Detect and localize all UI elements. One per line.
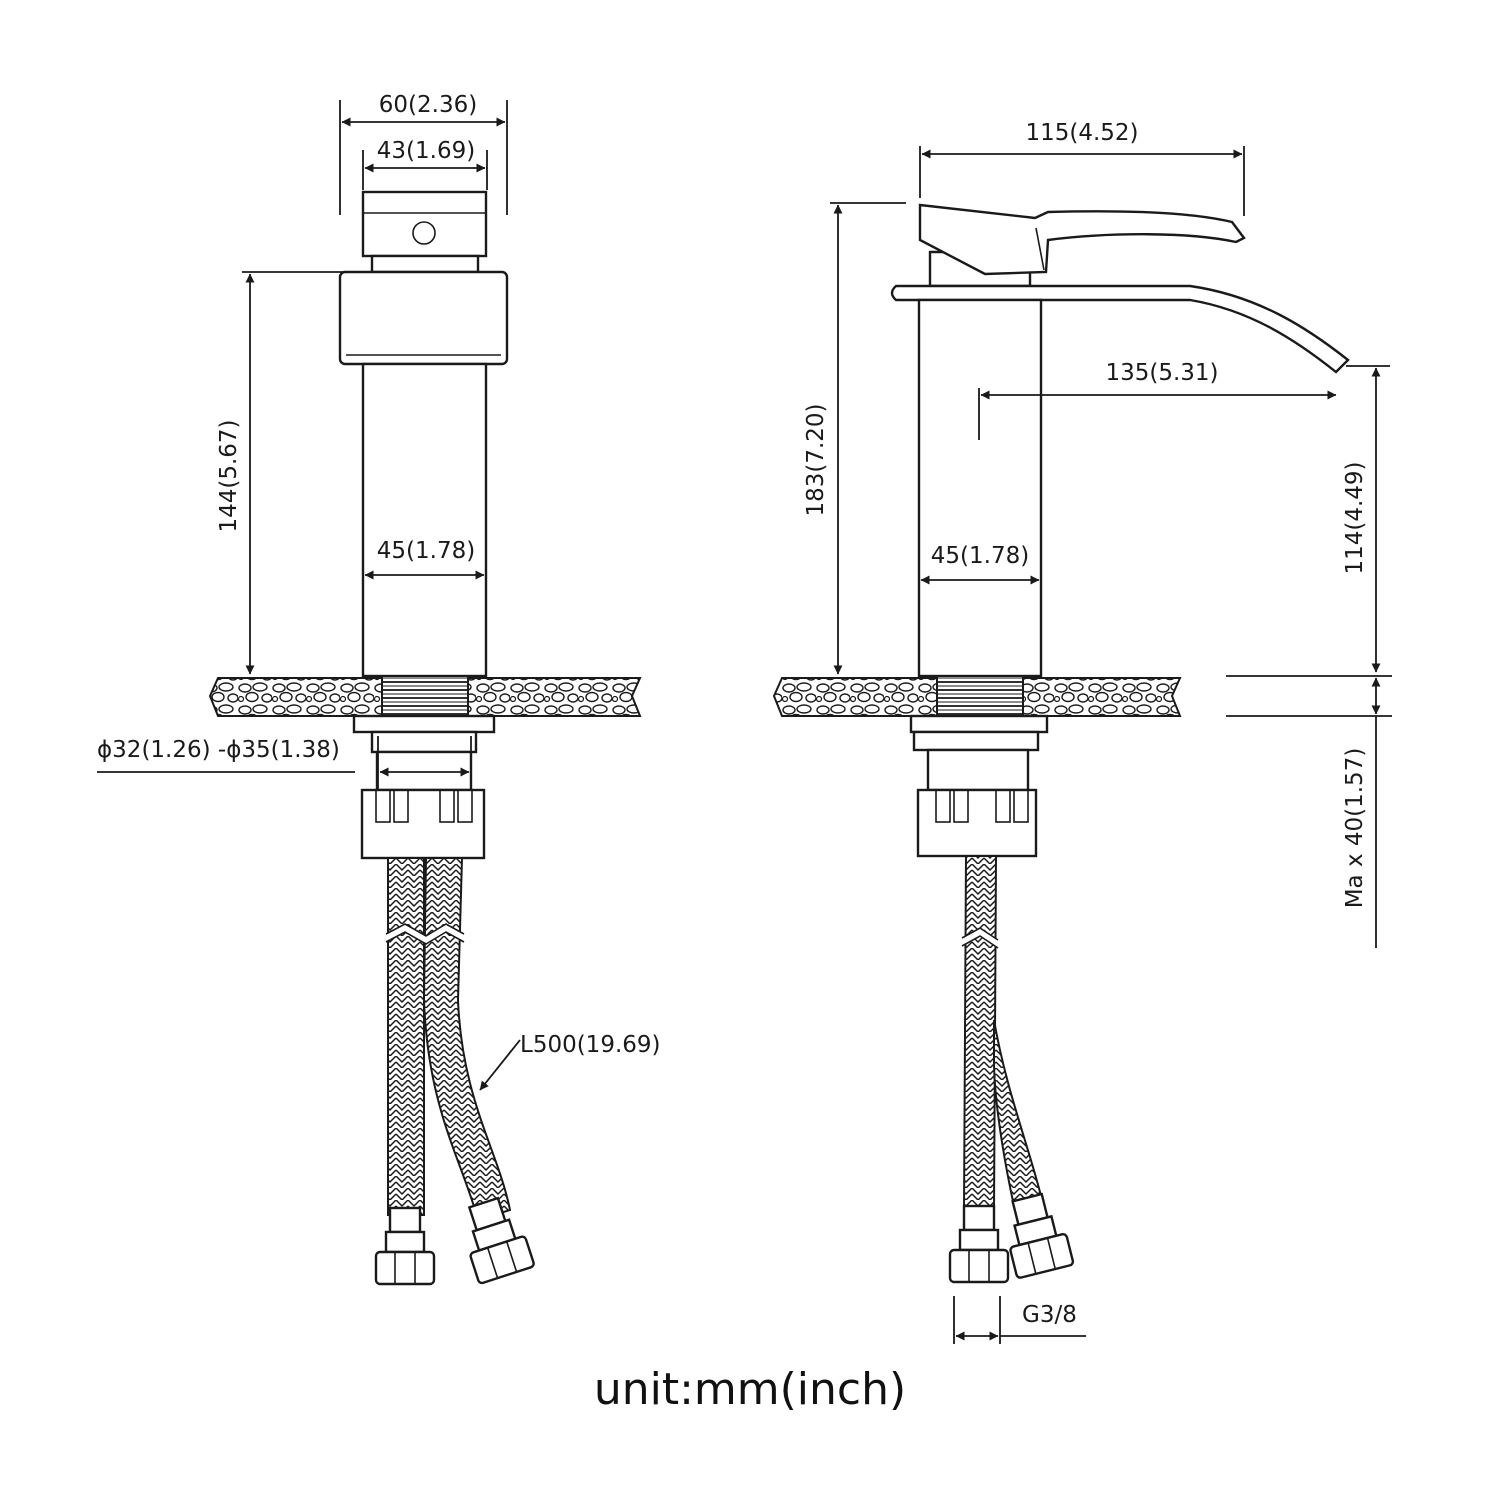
label-hole-diameter: ϕ32(1.26) -ϕ35(1.38): [97, 737, 340, 763]
dim-max-deck-thickness: Ma x 40(1.57): [1226, 675, 1392, 948]
label-hose-length: L500(19.69): [520, 1032, 661, 1058]
front-hose-nut-right: [467, 1196, 535, 1285]
side-mount: [909, 714, 1049, 858]
label-thread-size: G3/8: [1022, 1302, 1077, 1328]
label-overall-width: 60(2.36): [379, 92, 477, 118]
front-hoses: [384, 857, 512, 1222]
dim-thread-size: G3/8: [953, 1296, 1086, 1344]
label-handle-width: 43(1.69): [377, 138, 475, 164]
front-view: 60(2.36) 43(1.69) 144(5.67) 45(1.78) ϕ32…: [97, 92, 661, 1286]
front-mount: [352, 714, 496, 860]
front-handle: [361, 190, 488, 274]
unit-label: unit:mm(inch): [594, 1364, 906, 1415]
side-hoses: [960, 855, 1044, 1211]
dim-spout-reach: 135(5.31): [978, 360, 1337, 440]
front-countertop: [208, 675, 642, 717]
dim-handle-width: 43(1.69): [362, 138, 488, 190]
dim-handle-length: 115(4.52): [919, 120, 1245, 216]
label-body-width-front: 45(1.78): [377, 538, 475, 564]
side-body: [917, 298, 1043, 678]
side-view: 115(4.52) 183(7.20) 135(5.31) 45(1.78) 1…: [772, 120, 1392, 1344]
label-spout-height: 114(4.49): [1342, 461, 1368, 574]
dim-hole-diameter: ϕ32(1.26) -ϕ35(1.38): [97, 736, 472, 790]
label-max-deck-thickness: Ma x 40(1.57): [1342, 748, 1368, 909]
label-body-height: 144(5.67): [216, 419, 242, 532]
dim-total-height: 183(7.20): [803, 202, 906, 675]
side-hose-nut-right: [1009, 1192, 1075, 1279]
front-body: [361, 362, 488, 678]
dim-spout-height: 114(4.49): [1342, 365, 1390, 673]
label-handle-length: 115(4.52): [1025, 120, 1138, 146]
dim-overall-width: 60(2.36): [339, 92, 508, 215]
front-hose-nut-left: [374, 1206, 436, 1286]
side-countertop: [772, 675, 1182, 717]
label-total-height: 183(7.20): [803, 403, 829, 516]
label-spout-reach: 135(5.31): [1105, 360, 1218, 386]
label-body-width-side: 45(1.78): [931, 543, 1029, 569]
front-cap: [338, 270, 509, 366]
side-hose-nut-left: [948, 1204, 1010, 1284]
dim-body-width-side: 45(1.78): [920, 543, 1040, 585]
dim-body-width-front: 45(1.78): [364, 538, 485, 580]
side-spout: [890, 284, 1350, 374]
dim-body-height: 144(5.67): [216, 271, 426, 675]
dim-hose-length: L500(19.69): [479, 1032, 661, 1091]
side-handle: [918, 203, 1246, 288]
